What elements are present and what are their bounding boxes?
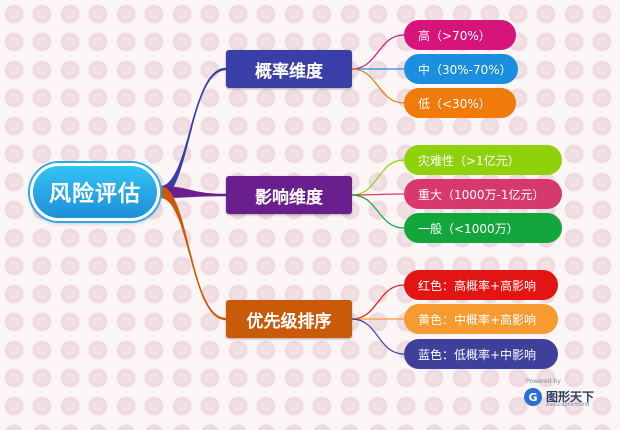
leaf-high[interactable]: 高（>70%）: [404, 20, 516, 50]
branch-label: 概率维度: [255, 61, 323, 82]
leaf-catastrophic[interactable]: 灾难性（>1亿元）: [404, 145, 562, 175]
brand-subtitle: eadGraphicWorld: [546, 402, 590, 408]
branch-impact[interactable]: 影响维度: [226, 176, 352, 214]
leaf-low[interactable]: 低（<30%）: [404, 88, 516, 118]
brand-watermark: Powered by G 图形天下 eadGraphicWorld: [524, 378, 604, 408]
leaf-label: 黄色：中概率+高影响: [418, 312, 537, 327]
leaf-label: 低（<30%）: [418, 96, 491, 111]
leaf-connector-2-2: [351, 318, 405, 355]
brand-powered-text: Powered by: [526, 378, 561, 385]
leaf-general[interactable]: 一般（<1000万）: [404, 213, 562, 243]
leaf-connector-1-0: [351, 159, 405, 196]
leaf-label: 高（>70%）: [418, 28, 491, 43]
branch-label: 影响维度: [255, 187, 323, 208]
brand-name: 图形天下: [546, 390, 595, 404]
leaf-yellow[interactable]: 黄色：中概率+高影响: [404, 304, 558, 334]
root-connector-1: [160, 186, 226, 198]
leaf-label: 蓝色：低概率+中影响: [418, 347, 537, 362]
leaf-label: 灾难性（>1亿元）: [418, 153, 520, 168]
leaf-label: 重大（1000万-1亿元）: [418, 187, 545, 202]
leaf-label: 红色：高概率+高影响: [418, 278, 537, 293]
leaf-connector-0-2: [351, 68, 405, 104]
root-connector-0: [160, 67, 226, 198]
root-label: 风险评估: [48, 182, 141, 207]
leaf-connector-1-2: [351, 194, 405, 229]
leaf-connector-2-0: [351, 284, 405, 320]
root-connector-2: [160, 186, 226, 321]
leaf-blue[interactable]: 蓝色：低概率+中影响: [404, 339, 558, 369]
branch-label: 优先级排序: [246, 311, 332, 332]
leaf-medium[interactable]: 中（30%-70%）: [404, 54, 518, 84]
leaf-label: 一般（<1000万）: [418, 221, 519, 236]
leaf-major[interactable]: 重大（1000万-1亿元）: [404, 179, 562, 209]
brand-logo-icon: G: [524, 388, 542, 406]
branch-priority[interactable]: 优先级排序: [226, 300, 352, 338]
leaf-label: 中（30%-70%）: [418, 62, 512, 77]
leaf-connector-0-0: [351, 34, 405, 70]
leaf-red[interactable]: 红色：高概率+高影响: [404, 270, 558, 300]
branch-probability[interactable]: 概率维度: [226, 50, 352, 88]
leaf-connector-1-1: [351, 193, 405, 196]
root-node[interactable]: 风险评估: [30, 163, 160, 221]
